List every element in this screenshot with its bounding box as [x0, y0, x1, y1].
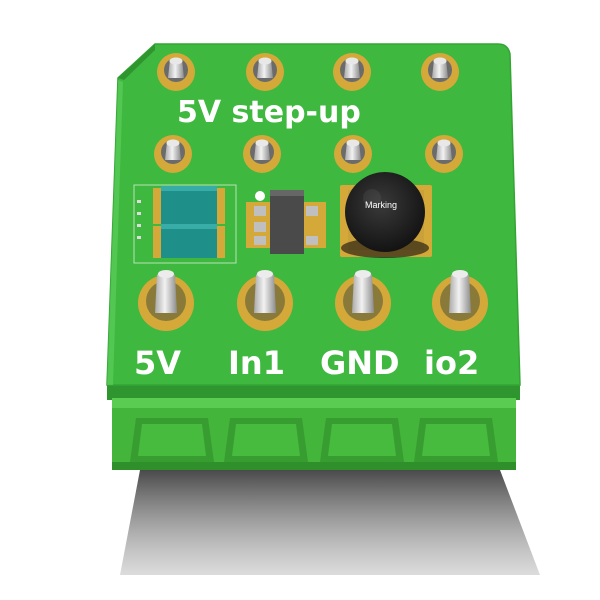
pin-label-io2: io2 [424, 344, 479, 382]
inductor: Marking [340, 172, 432, 258]
pin-hole [157, 53, 195, 91]
inductor-marking: Marking [365, 200, 397, 210]
pin-hole [246, 53, 284, 91]
board-title: 5V step-up [177, 95, 361, 130]
pin-hole [333, 53, 371, 91]
pin-hole [243, 135, 281, 173]
pcb-left-bevel [118, 44, 155, 80]
ic-pin1-dot [255, 191, 265, 201]
terminal-screw-slot [224, 418, 308, 462]
pin-hole [421, 53, 459, 91]
terminal-pin [335, 270, 391, 331]
top-pin-row [157, 53, 459, 91]
terminal-block [112, 398, 516, 470]
terminal-screw-slot [414, 418, 498, 462]
pcb-edge [107, 385, 520, 400]
terminal-screw-slot [130, 418, 214, 462]
capacitor-c1 [153, 186, 225, 224]
edge-vias [137, 200, 141, 239]
pin-label-gnd: GND [320, 344, 400, 382]
terminal-pin [237, 270, 293, 331]
board-shadow [120, 470, 540, 575]
terminal-pin [138, 270, 194, 331]
regulator-ic [246, 190, 326, 254]
bottom-pin-row [138, 270, 488, 331]
middle-pin-row [154, 135, 463, 173]
terminal-screw-slot [320, 418, 404, 462]
pin-label-5v: 5V [134, 344, 181, 382]
pin-hole [154, 135, 192, 173]
pin-hole [425, 135, 463, 173]
pin-label-in1: In1 [228, 344, 285, 382]
terminal-pin [432, 270, 488, 331]
capacitor-silk-outline [133, 184, 237, 264]
capacitor-c2 [153, 224, 225, 258]
pin-hole [334, 135, 372, 173]
